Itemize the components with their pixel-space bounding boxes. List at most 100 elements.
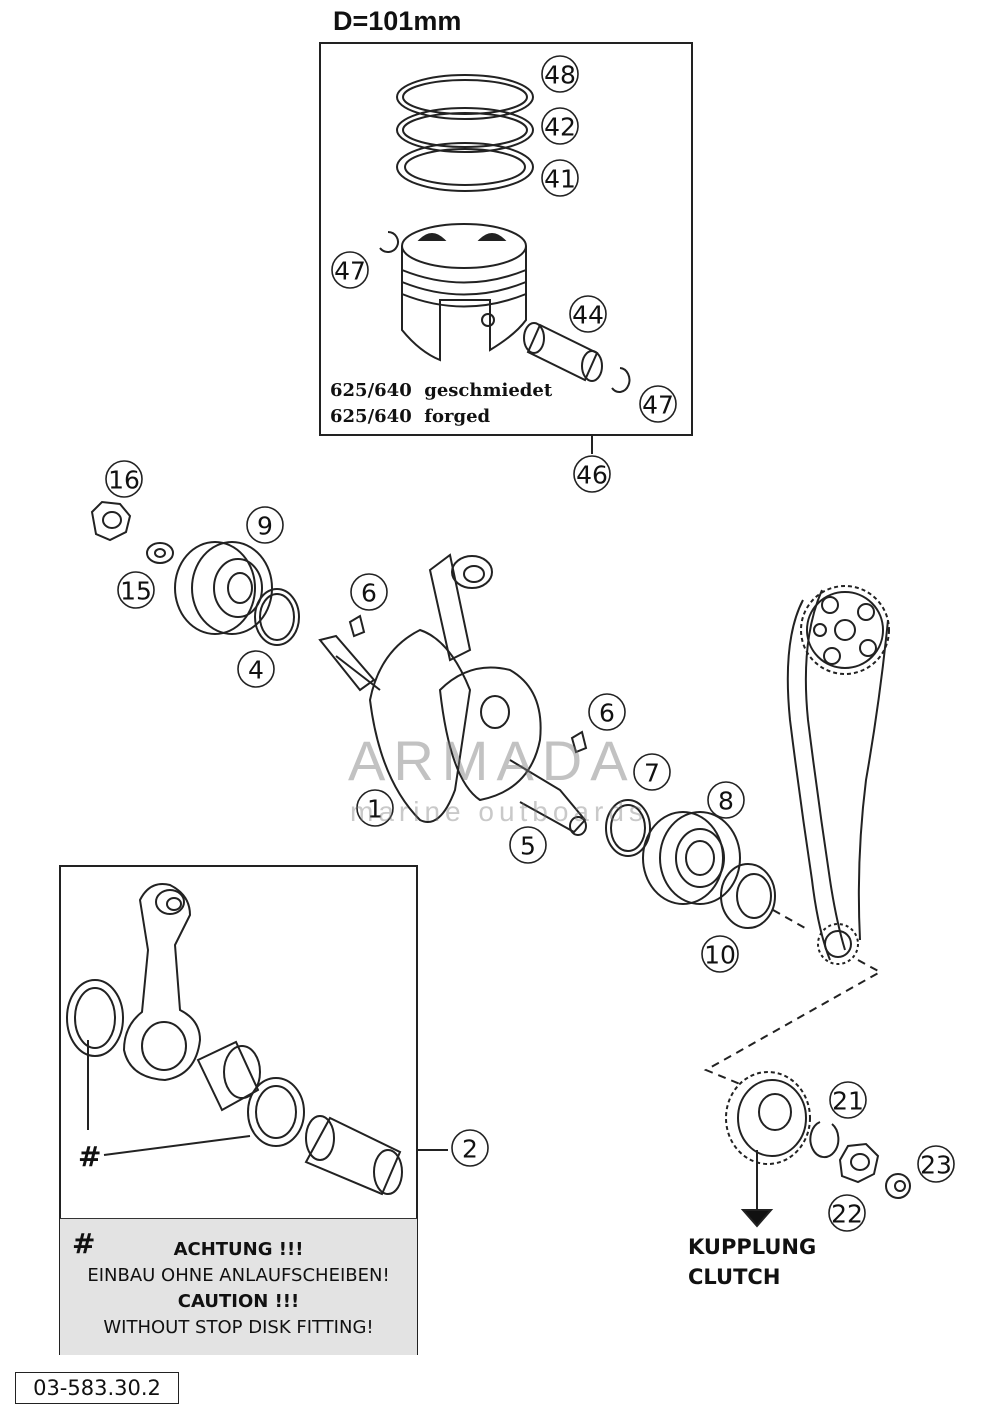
callout-number: 15: [120, 577, 152, 606]
callout-number: 5: [520, 832, 536, 861]
callout-circle: [509, 826, 547, 864]
bearing-8: [642, 811, 741, 905]
clutch-label: KUPPLUNG CLUTCH: [688, 1232, 816, 1292]
callout-circle: [917, 1145, 955, 1183]
circlip-left: [379, 231, 399, 253]
callout-circle: [541, 107, 579, 145]
nut-16: [90, 500, 132, 542]
warning-line: EINBAU OHNE ANLAUFSCHEIBEN!: [87, 1265, 390, 1286]
callout-42: 42: [541, 107, 579, 145]
shim-4: [254, 588, 300, 646]
callout-8: 8: [707, 781, 745, 819]
callout-48: 48: [541, 55, 579, 93]
callout-circle: [828, 1194, 866, 1232]
circlip-right: [611, 367, 631, 393]
woodruff-key-left: [348, 614, 366, 638]
callout-circle: [541, 55, 579, 93]
watermark-tagline: marine outboards: [350, 796, 648, 827]
callout-2: 2: [451, 1129, 489, 1167]
callout-number: 7: [644, 759, 660, 788]
piston-ring-42: [396, 107, 534, 153]
callout-1: 1: [356, 789, 394, 827]
callout-number: 4: [248, 656, 264, 685]
callout-circle: [707, 781, 745, 819]
callout-number: 41: [544, 165, 576, 194]
callout-circle: [573, 455, 611, 493]
piston-note: 625/640 geschmiedet 625/640 forged: [330, 378, 552, 430]
callout-circle: [451, 1129, 489, 1167]
washer-15: [146, 542, 174, 564]
callout-6: 6: [350, 573, 388, 611]
callout-number: 2: [462, 1135, 478, 1164]
conrod-assembly: [66, 883, 403, 1196]
callout-number: 44: [572, 301, 604, 330]
part-number: 03-583.30.2: [15, 1372, 179, 1404]
callout-16: 16: [105, 460, 143, 498]
bearing-9: [174, 541, 273, 635]
callout-21: 21: [829, 1081, 867, 1119]
callout-47: 47: [639, 385, 677, 423]
clutch-arrow-head: [740, 1209, 774, 1228]
callout-circle: [829, 1081, 867, 1119]
callout-circle: [588, 693, 626, 731]
hash-marker: #: [78, 1140, 101, 1173]
hash-leader-b: [103, 1135, 251, 1156]
callout-number: 23: [920, 1151, 952, 1180]
callout-47: 47: [331, 251, 369, 289]
seal-10: [720, 863, 776, 929]
callout-circle: [246, 506, 284, 544]
callout-circle: [237, 650, 275, 688]
piston-diameter-title: D=101mm: [333, 6, 462, 36]
callout-circle: [356, 789, 394, 827]
callout-number: 46: [576, 461, 608, 490]
callout-circle: [633, 753, 671, 791]
callout-15: 15: [117, 571, 155, 609]
clutch-label-de: KUPPLUNG: [688, 1235, 817, 1259]
callout-number: 47: [334, 257, 366, 286]
callout-23: 23: [917, 1145, 955, 1183]
warning-line: CAUTION !!!: [177, 1291, 300, 1312]
warning-marker: #: [72, 1227, 96, 1260]
woodruff-key-right: [570, 730, 588, 754]
primary-gear: [725, 1071, 811, 1165]
callout-circle: [105, 460, 143, 498]
callout-number: 48: [544, 61, 576, 90]
washer-23: [885, 1173, 911, 1199]
callout-circle: [331, 251, 369, 289]
callout-number: 22: [831, 1200, 863, 1229]
warning-line: WITHOUT STOP DISK FITTING!: [103, 1317, 374, 1338]
callout-number: 9: [257, 512, 273, 541]
callout-7: 7: [633, 753, 671, 791]
piston-kit-box: [319, 42, 693, 436]
circlip-21: [809, 1121, 840, 1159]
callout-circle: [569, 295, 607, 333]
callout-number: 1: [367, 795, 383, 824]
callout-circle: [541, 159, 579, 197]
callout-number: 8: [718, 787, 734, 816]
callout-22: 22: [828, 1194, 866, 1232]
shim-7: [605, 799, 651, 857]
callout-circle: [639, 385, 677, 423]
callout-10: 10: [701, 935, 739, 973]
callout-number: 21: [832, 1087, 864, 1116]
callout-circle: [117, 571, 155, 609]
watermark-brand: ARMADA: [348, 729, 636, 792]
timing-chain: [786, 585, 890, 965]
nut-22: [838, 1142, 880, 1184]
piston-note-line: 625/640 geschmiedet: [330, 380, 553, 401]
piston: [401, 223, 527, 362]
warning-panel: # ACHTUNG !!! EINBAU OHNE ANLAUFSCHEIBEN…: [60, 1218, 417, 1355]
callout-number: 10: [704, 941, 736, 970]
piston-pin: [523, 322, 603, 382]
crankshaft: [318, 553, 587, 836]
callout-number: 6: [599, 699, 615, 728]
piston-ring-41: [396, 142, 534, 192]
callout-9: 9: [246, 506, 284, 544]
clutch-label-en: CLUTCH: [688, 1265, 781, 1289]
callout-circle: [350, 573, 388, 611]
callout-circle: [701, 935, 739, 973]
callout-number: 6: [361, 579, 377, 608]
callout-number: 47: [642, 391, 674, 420]
